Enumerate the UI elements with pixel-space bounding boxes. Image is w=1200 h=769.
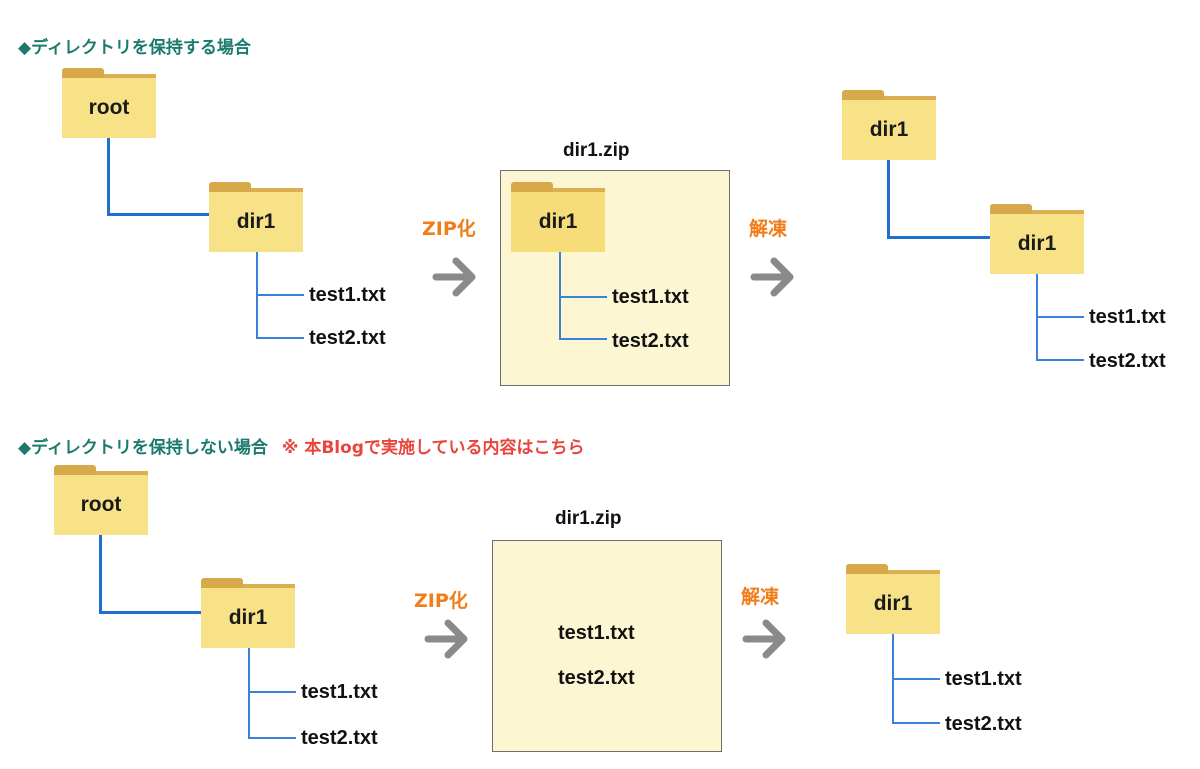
folder-label: dir1 xyxy=(511,192,605,252)
tree-connector xyxy=(256,294,304,296)
section2-heading-text: ◆ディレクトリを保持しない場合 xyxy=(18,438,268,458)
folder-label: root xyxy=(62,78,156,138)
tree-connector xyxy=(248,691,296,693)
folder-root: root xyxy=(54,465,148,535)
tree-connector xyxy=(248,737,296,739)
section1-heading-text: ◆ディレクトリを保持する場合 xyxy=(18,38,251,58)
folder-label: dir1 xyxy=(846,574,940,634)
zip-archive-box xyxy=(492,540,722,752)
folder-result-dir1: dir1 xyxy=(842,90,936,160)
folder-label: root xyxy=(54,475,148,535)
tree-connector xyxy=(248,648,250,738)
tree-connector xyxy=(107,138,110,215)
file-item: test2.txt xyxy=(945,713,1022,735)
right-arrow-icon xyxy=(432,257,476,297)
folder-result-dir1: dir1 xyxy=(846,564,940,634)
tree-connector xyxy=(887,236,990,239)
tree-connector xyxy=(887,160,890,238)
folder-label: dir1 xyxy=(842,100,936,160)
tree-connector xyxy=(559,296,607,298)
tree-connector xyxy=(1036,359,1084,361)
folder-label: dir1 xyxy=(201,588,295,648)
right-arrow-icon xyxy=(750,257,794,297)
zip-action-label: ZIP化 xyxy=(422,218,476,240)
file-item: test2.txt xyxy=(558,667,635,689)
file-item: test1.txt xyxy=(1089,306,1166,328)
file-item: test2.txt xyxy=(301,727,378,749)
section2-heading: ◆ディレクトリを保持しない場合 ※ 本Blogで実施している内容はこちら xyxy=(18,433,584,458)
tree-connector xyxy=(559,338,607,340)
tree-connector xyxy=(256,337,304,339)
folder-result-subdir1: dir1 xyxy=(990,204,1084,274)
tree-connector xyxy=(892,722,940,724)
file-item: test1.txt xyxy=(558,622,635,644)
folder-root: root xyxy=(62,68,156,138)
zip-name: dir1.zip xyxy=(563,140,630,161)
zip-name: dir1.zip xyxy=(555,508,622,529)
section1-heading: ◆ディレクトリを保持する場合 xyxy=(18,33,251,58)
folder-label: dir1 xyxy=(990,214,1084,274)
file-item: test1.txt xyxy=(945,668,1022,690)
file-item: test2.txt xyxy=(1089,350,1166,372)
folder-label: dir1 xyxy=(209,192,303,252)
folder-dir1-in-zip: dir1 xyxy=(511,182,605,252)
tree-connector xyxy=(99,611,201,614)
file-item: test1.txt xyxy=(612,286,689,308)
extract-action-label: 解凍 xyxy=(749,218,788,240)
extract-action-label: 解凍 xyxy=(741,586,780,608)
file-item: test2.txt xyxy=(309,327,386,349)
folder-dir1: dir1 xyxy=(209,182,303,252)
tree-connector xyxy=(1036,316,1084,318)
tree-connector xyxy=(559,252,561,339)
file-item: test1.txt xyxy=(309,284,386,306)
file-item: test2.txt xyxy=(612,330,689,352)
tree-connector xyxy=(107,213,209,216)
section2-note: ※ 本Blogで実施している内容はこちら xyxy=(281,438,585,458)
tree-connector xyxy=(892,678,940,680)
zip-action-label: ZIP化 xyxy=(414,590,468,612)
tree-connector xyxy=(99,535,102,613)
folder-dir1: dir1 xyxy=(201,578,295,648)
file-item: test1.txt xyxy=(301,681,378,703)
right-arrow-icon xyxy=(424,619,468,659)
right-arrow-icon xyxy=(742,619,786,659)
